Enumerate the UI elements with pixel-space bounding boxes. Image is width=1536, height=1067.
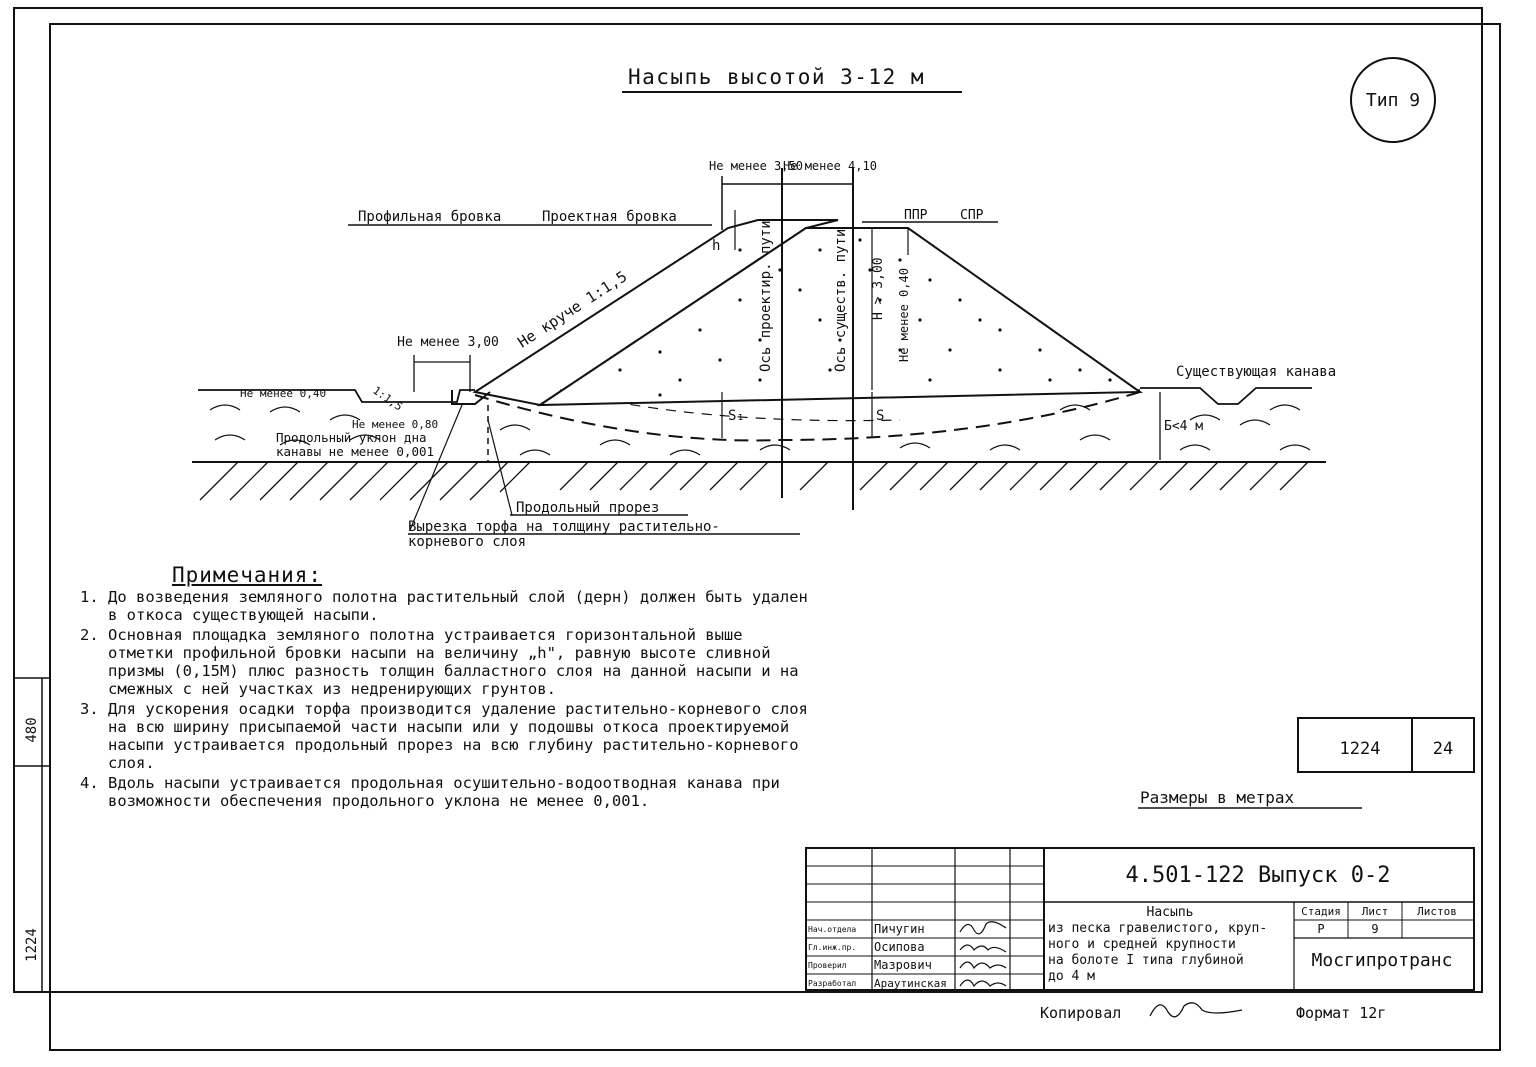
dim-berm-label: Не менее 3,00 [397, 335, 499, 350]
side-stamp-top: 480 [24, 717, 40, 742]
label-design-edge: Проектная бровка [542, 209, 677, 225]
dim-left-small-1: Не менее 0,40 [240, 387, 326, 400]
label-axis-existing: Ось существ. пути [833, 229, 849, 372]
label-axis-design: Ось проектир. пути [758, 220, 774, 372]
outer-frame [13, 7, 1483, 993]
name-4: Араутинская [874, 977, 947, 990]
label-h: h [712, 238, 720, 254]
role-1: Нач.отдела [808, 925, 856, 934]
label-ppr: ППР [904, 208, 928, 223]
value-stage: Р [1317, 922, 1324, 936]
label-long-slope-1: Продольный уклон дна [276, 430, 427, 445]
type-circle [1350, 57, 1436, 143]
label-profile-edge: Профильная бровка [358, 209, 501, 225]
stamp-sheet: 24 [1433, 739, 1453, 759]
note-text: Для ускорения осадки торфа производится … [108, 700, 808, 772]
desc-line-3: ного и средней крупности [1048, 937, 1236, 952]
desc-line-5: до 4 м [1048, 969, 1095, 984]
label-spr: СПР [960, 208, 984, 223]
signature-1 [959, 921, 1007, 935]
name-3: Мазрович [874, 958, 932, 972]
name-1: Пичугин [874, 922, 925, 936]
label-peat-cut-1: Вырезка торфа на толщину растительно- [408, 519, 720, 535]
dim-left-small-2: Не менее 0,80 [352, 418, 438, 431]
header-sheets: Листов [1417, 905, 1457, 918]
ditch-berm-dimension: Не менее 3,00 Не менее 0,40 1:1,5 Не мен… [240, 335, 499, 431]
note-number: 2. [80, 626, 99, 644]
type-label: Тип 9 [1366, 90, 1420, 111]
note-text: До возведения земляного полотна растител… [108, 588, 808, 624]
label-existing-ditch: Существующая канава [1176, 364, 1336, 380]
label-depth: Б<4 м [1164, 419, 1203, 434]
value-sheet: 9 [1371, 922, 1378, 936]
edge-labels: Профильная бровка Проектная бровка ППР С… [348, 208, 998, 254]
top-dimension: Не менее 3,50 Не менее 4,10 [709, 159, 877, 230]
label-slope-ditch: 1:1,5 [370, 384, 405, 414]
label-peat-cut-2: корневого слоя [408, 534, 526, 550]
label-right-min: Не менее 0,40 [897, 268, 911, 362]
signature-4 [959, 979, 1007, 988]
note-number: 4. [80, 774, 99, 792]
dim-top-left: Не менее 3,50 [709, 159, 803, 173]
org-name: Мосгипротранс [1312, 950, 1453, 971]
role-4: Разработал [808, 978, 856, 988]
notes-list: 1. До возведения земляного полотна расти… [80, 588, 810, 812]
desc-line-2: из песка гравелистого, круп- [1048, 921, 1267, 936]
copier-label: Копировал [1040, 1004, 1121, 1022]
label-s1: S₁ [728, 408, 745, 424]
copier-signature [1149, 1002, 1243, 1018]
signature-3 [959, 961, 1007, 970]
label-long-cut: Продольный прорез [516, 500, 659, 516]
role-2: Гл.инж.пр. [808, 943, 856, 952]
signature-2 [959, 944, 1007, 953]
note-item: 2. Основная площадка земляного полотна у… [80, 626, 810, 698]
desc-line-4: на болоте I типа глубиной [1048, 953, 1244, 968]
note-number: 1. [80, 588, 99, 606]
label-long-slope-2: канавы не менее 0,001 [276, 444, 434, 459]
ground [192, 387, 1326, 501]
drawing-title: Насыпь высотой 3-12 м [628, 65, 925, 89]
header-sheet: Лист [1362, 905, 1389, 918]
side-stamp: 480 1224 [14, 677, 50, 992]
desc-line-1: Насыпь [1147, 905, 1194, 920]
note-number: 3. [80, 700, 99, 718]
note-item: 3. Для ускорения осадки торфа производит… [80, 700, 810, 772]
side-stamp-bottom: 1224 [24, 928, 40, 962]
note-item: 1. До возведения земляного полотна расти… [80, 588, 810, 624]
note-item: 4. Вдоль насыпи устраивается продольная … [80, 774, 810, 810]
label-height: Н > 3,00 [871, 257, 886, 320]
label-s: S [876, 408, 884, 424]
label-slope: Не круче 1:1,5 [514, 267, 630, 351]
inner-frame [49, 23, 1501, 1051]
embankment [451, 219, 1144, 462]
header-stage: Стадия [1301, 905, 1341, 918]
units-note: Размеры в метрах [1140, 788, 1294, 807]
title-block-code: 4.501-122 Выпуск 0-2 [1126, 863, 1391, 888]
name-2: Осипова [874, 940, 925, 954]
note-text: Вдоль насыпи устраивается продольная осу… [108, 774, 780, 810]
title-block: 4.501-122 Выпуск 0-2 Стадия Лист Листов … [805, 847, 1475, 991]
stamp-album: 1224 [1340, 739, 1381, 759]
dim-top-right: Не менее 4,10 [783, 159, 877, 173]
format-label: Формат 12г [1296, 1004, 1386, 1022]
album-stamp: 1224 24 [1297, 717, 1475, 773]
note-text: Основная площадка земляного полотна устр… [108, 626, 799, 698]
notes-title: Примечания: [172, 563, 323, 587]
role-3: Проверил [808, 961, 847, 970]
